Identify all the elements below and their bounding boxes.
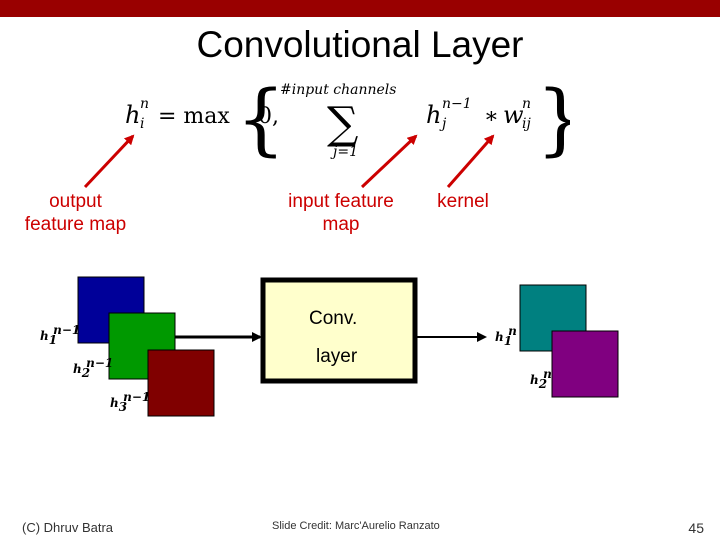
input-map-3-label: h3n−1	[110, 390, 150, 414]
convolution-equation: h n i = max { 0, #input channels ∑ j=1 h…	[125, 75, 570, 165]
eq-term-sub: j	[439, 116, 447, 132]
output-feature-map-label: output feature map	[8, 190, 143, 236]
input-label-line1: input feature	[288, 191, 394, 212]
eq-left-brace: {	[236, 75, 286, 165]
eq-lhs-base: h	[125, 101, 140, 129]
eq-lhs-sup: n	[140, 96, 149, 112]
output-map-2	[551, 330, 619, 398]
page-number: 45	[688, 520, 704, 536]
output-label-line2: feature map	[24, 214, 127, 235]
input-map-2-label: h2n−1	[73, 356, 113, 380]
eq-term-base: h	[426, 101, 441, 129]
input-feature-map-label: input feature map	[266, 190, 416, 236]
output-map-2-label: h2n	[530, 367, 552, 391]
eq-operator: ∗	[484, 104, 499, 129]
output-map-1-label: h1n	[495, 324, 517, 348]
eq-sum-lower: j=1	[330, 144, 358, 160]
input-map-3	[147, 349, 215, 417]
eq-equals-max: = max	[158, 104, 230, 129]
footer-copyright: (C) Dhruv Batra	[22, 520, 114, 535]
footer-credit: Slide Credit: Marc'Aurelio Ranzato	[272, 520, 440, 532]
output-label-line1: output	[49, 191, 102, 212]
eq-zero: 0,	[258, 104, 279, 129]
eq-term-sup: n−1	[442, 96, 472, 112]
slide-title: Convolutional Layer	[196, 24, 524, 65]
input-label-line2: map	[322, 214, 360, 235]
eq-sum-upper: #input channels	[280, 82, 396, 98]
kernel-label: kernel	[437, 191, 489, 212]
eq-lhs-sub: i	[140, 116, 144, 132]
top-bar	[0, 0, 720, 17]
input-map-1-label: h1n−1	[40, 323, 80, 347]
conv-layer-box	[260, 277, 418, 384]
eq-kernel-sup: n	[522, 96, 531, 112]
eq-sum-sigma: ∑	[327, 98, 358, 149]
eq-kernel-sub: ij	[522, 116, 531, 132]
eq-kernel-base: w	[503, 101, 524, 129]
eq-right-brace: }	[536, 75, 570, 165]
